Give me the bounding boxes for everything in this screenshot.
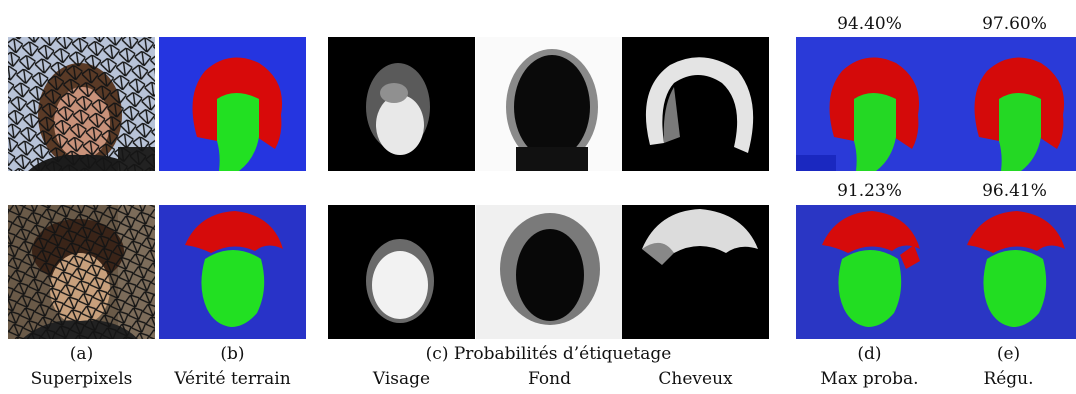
caption-d-label: Max proba. — [820, 369, 919, 389]
accuracy-row1-regu: 97.60% — [982, 14, 1047, 34]
regu-image-row1 — [941, 37, 1076, 171]
ground-truth-image-row2 — [159, 205, 306, 339]
caption-c-title: (c) Probabilités d’étiquetage — [425, 344, 672, 364]
prob-hair-image-row2 — [622, 205, 769, 339]
caption-b-label: Vérité terrain — [174, 369, 291, 389]
prob-background-image-row2 — [476, 205, 623, 339]
prob-face-image-row2 — [328, 205, 475, 339]
caption-c-face: Visage — [372, 369, 431, 389]
caption-e-label: Régu. — [983, 369, 1034, 389]
accuracy-row1-max-proba: 94.40% — [837, 14, 902, 34]
prob-hair-image-row1 — [622, 37, 769, 171]
caption-c-background: Fond — [528, 369, 571, 389]
caption-c-hair: Cheveux — [658, 369, 733, 389]
max-proba-image-row2 — [796, 205, 943, 339]
superpixels-image-row1 — [8, 37, 155, 171]
caption-a-letter: (a) — [69, 344, 94, 364]
prob-background-image-row1 — [476, 37, 623, 171]
regu-image-row2 — [941, 205, 1076, 339]
accuracy-row2-max-proba: 91.23% — [837, 181, 902, 201]
accuracy-row2-regu: 96.41% — [982, 181, 1047, 201]
caption-d-letter: (d) — [857, 344, 882, 364]
prob-face-image-row1 — [328, 37, 475, 171]
max-proba-image-row1 — [796, 37, 943, 171]
caption-e-letter: (e) — [996, 344, 1021, 364]
ground-truth-image-row1 — [159, 37, 306, 171]
superpixels-image-row2 — [8, 205, 155, 339]
caption-a-label: Superpixels — [30, 369, 133, 389]
caption-b-letter: (b) — [220, 344, 245, 364]
